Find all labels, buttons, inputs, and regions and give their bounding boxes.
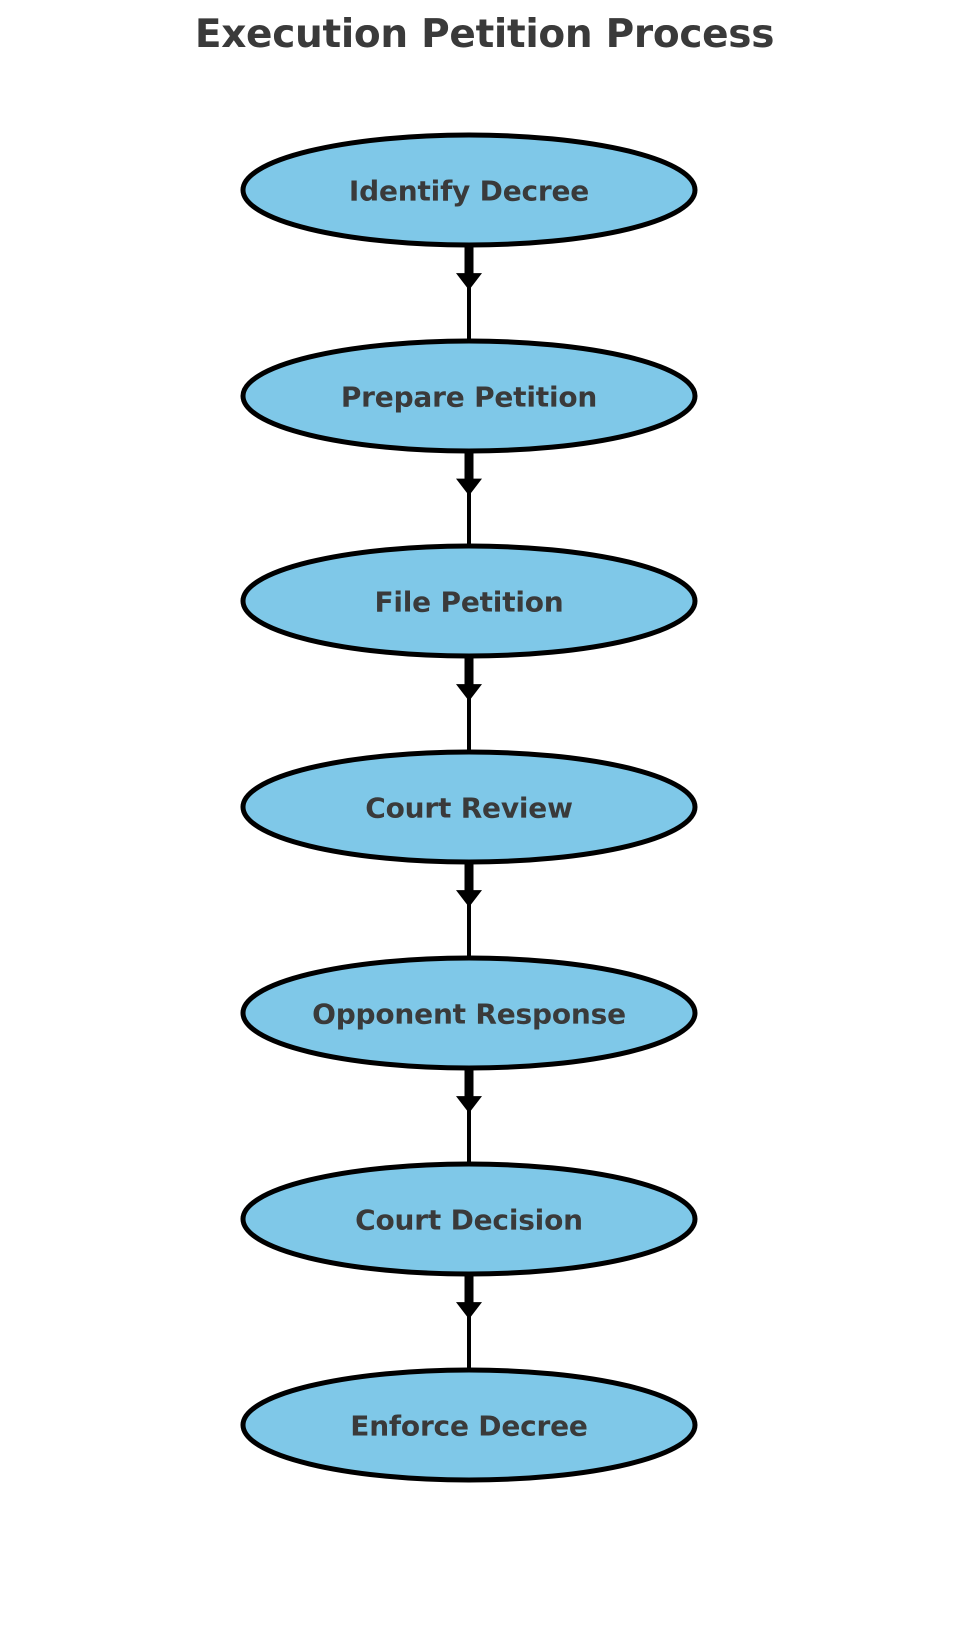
node-label: Court Decision	[355, 1204, 583, 1237]
edge-connector	[456, 861, 482, 959]
node-shape-ellipse[interactable]	[240, 543, 698, 659]
flow-node-file-petition[interactable]: File Petition	[240, 543, 698, 659]
node-shape-ellipse[interactable]	[240, 1161, 698, 1277]
node-shape-ellipse[interactable]	[240, 132, 698, 248]
flow-node-prepare-petition[interactable]: Prepare Petition	[240, 338, 698, 454]
node-label: File Petition	[374, 586, 563, 619]
node-shape-ellipse[interactable]	[240, 955, 698, 1071]
node-label: Court Review	[365, 792, 573, 825]
flow-node-identify-decree[interactable]: Identify Decree	[240, 132, 698, 248]
flow-node-enforce-decree[interactable]: Enforce Decree	[240, 1367, 698, 1483]
flow-node-court-review[interactable]: Court Review	[240, 749, 698, 865]
node-shape-ellipse[interactable]	[240, 338, 698, 454]
node-shape-ellipse[interactable]	[240, 749, 698, 865]
node-label: Identify Decree	[349, 175, 589, 208]
edge-connector	[456, 244, 482, 342]
node-label: Enforce Decree	[350, 1410, 587, 1443]
flow-node-opponent-response[interactable]: Opponent Response	[240, 955, 698, 1071]
edge-connector	[456, 655, 482, 753]
page-title: Execution Petition Process	[194, 12, 775, 57]
node-shape-ellipse[interactable]	[240, 1367, 698, 1483]
node-label: Opponent Response	[312, 998, 626, 1031]
edge-connector	[456, 1067, 482, 1165]
edge-connector	[456, 450, 482, 547]
node-label: Prepare Petition	[341, 381, 597, 414]
edge-connector	[456, 1273, 482, 1371]
flow-node-court-decision[interactable]: Court Decision	[240, 1161, 698, 1277]
edges-layer	[456, 244, 482, 1371]
